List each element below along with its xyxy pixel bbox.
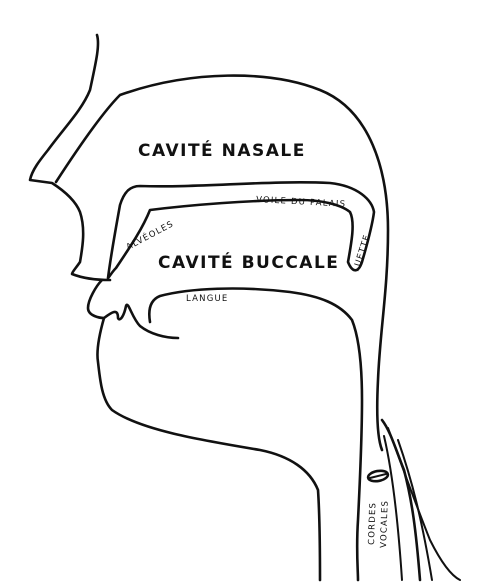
label-nasal-cavity: CAVITÉ NASALE bbox=[138, 139, 306, 161]
label-oral-cavity: CAVITÉ BUCCALE bbox=[158, 251, 339, 273]
label-vocal-cords-line1: CORDES bbox=[367, 502, 378, 545]
lower-teeth-outline bbox=[104, 305, 178, 338]
label-tongue: LANGUE bbox=[186, 294, 228, 304]
lower-lip-jaw-outline bbox=[88, 280, 320, 580]
esophagus-line-3 bbox=[388, 428, 460, 580]
label-velum: VOILE DU PALAIS bbox=[256, 195, 347, 210]
esophagus-line-2 bbox=[398, 440, 432, 580]
vocal-cords-line bbox=[370, 474, 386, 478]
label-uvula: LUETTE bbox=[351, 233, 372, 273]
label-vocal-cords-line2: VOCALES bbox=[379, 500, 391, 548]
face-profile-outline bbox=[30, 35, 110, 280]
label-alveoli: ALVÉOLES bbox=[124, 217, 176, 252]
